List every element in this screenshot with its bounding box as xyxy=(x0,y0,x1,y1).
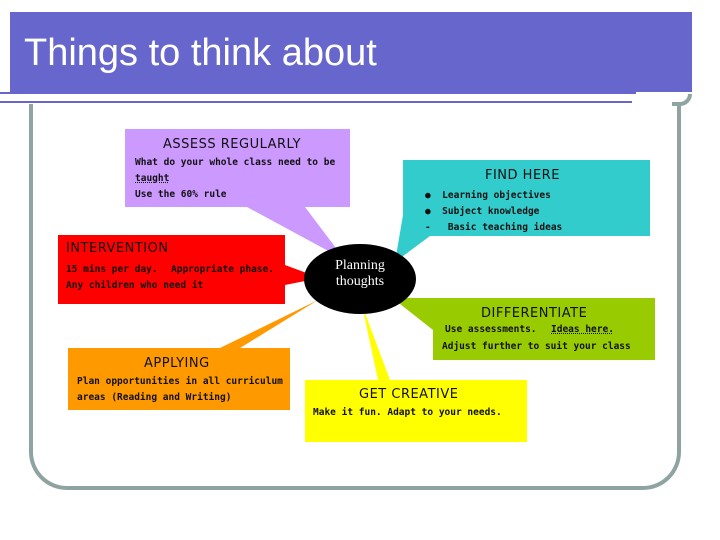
title-bar xyxy=(10,12,692,92)
find-bullet-text: Basic teaching ideas xyxy=(447,222,563,233)
center-line: thoughts xyxy=(335,274,385,289)
assess-callout-shape xyxy=(125,129,350,260)
slide-title: Things to think about xyxy=(24,32,377,74)
title-underline-second xyxy=(0,101,632,103)
differentiate-line: Use assessments. xyxy=(445,324,537,335)
applying-callout-shape xyxy=(68,300,318,410)
find-box: FIND HERE ● Learning objectives ● Subjec… xyxy=(403,160,650,236)
applying-box: APPLYING Plan opportunities in all curri… xyxy=(68,348,290,410)
planning-thoughts-center: Planning thoughts xyxy=(304,244,416,314)
title-underline xyxy=(0,92,636,94)
intervention-line: 15 mins per day. xyxy=(66,264,158,275)
content-frame-corner xyxy=(672,94,692,106)
intervention-line: Appropriate phase. xyxy=(171,264,274,275)
assess-line: taught xyxy=(135,173,170,184)
differentiate-title: DIFFERENTIATE xyxy=(481,306,588,321)
intervention-title: INTERVENTION xyxy=(66,241,169,256)
find-title: FIND HERE xyxy=(485,168,560,183)
differentiate-line: Ideas here. xyxy=(551,324,614,335)
intervention-box: INTERVENTION 15 mins per day. Appropriat… xyxy=(58,235,285,304)
find-bullet-text: Subject knowledge xyxy=(442,206,540,217)
find-bullet-item: - Basic teaching ideas xyxy=(425,222,563,233)
creative-callout-shape xyxy=(305,305,527,442)
content-frame xyxy=(29,104,681,490)
assess-title: ASSESS REGULARLY xyxy=(163,137,302,152)
applying-line: Plan opportunities in all curriculum xyxy=(77,376,283,387)
find-callout-shape xyxy=(395,160,650,262)
find-bullet-item: ● Subject knowledge xyxy=(425,206,540,217)
center-line: Planning xyxy=(335,258,385,273)
assess-box: ASSESS REGULARLY What do your whole clas… xyxy=(125,129,350,207)
applying-title: APPLYING xyxy=(144,356,210,371)
differentiate-line: Adjust further to suit your class xyxy=(442,341,631,352)
intervention-callout-shape xyxy=(58,235,320,304)
applying-line: areas (Reading and Writing) xyxy=(77,392,232,403)
differentiate-box: DIFFERENTIATE Use assessments. Ideas her… xyxy=(433,298,655,360)
assess-line: What do your whole class need to be xyxy=(135,157,336,168)
find-bullet-item: ● Learning objectives xyxy=(425,190,551,201)
creative-line: Make it fun. Adapt to your needs. xyxy=(313,407,502,418)
assess-line: Use the 60% rule xyxy=(135,189,227,200)
find-bullet-text: Learning objectives xyxy=(442,190,551,201)
creative-title: GET CREATIVE xyxy=(359,387,459,402)
creative-box: GET CREATIVE Make it fun. Adapt to your … xyxy=(305,380,527,442)
differentiate-callout-shape xyxy=(395,298,655,360)
intervention-line: Any children who need it xyxy=(66,280,204,291)
